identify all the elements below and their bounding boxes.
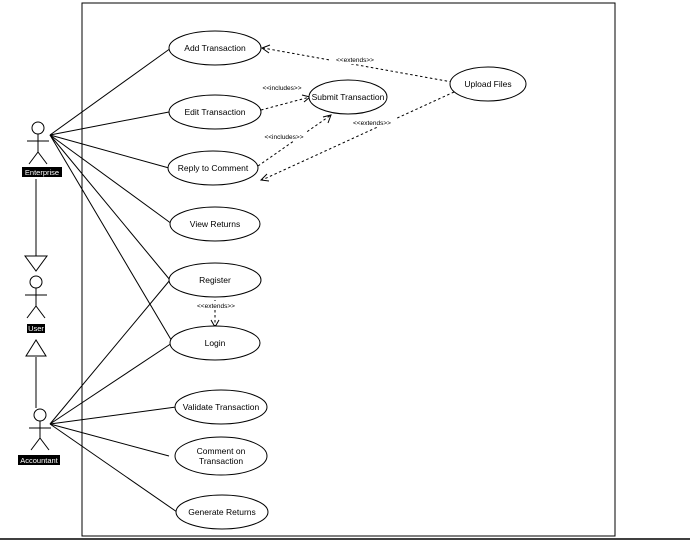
assoc-enterprise-view-returns xyxy=(49,134,173,225)
accountant-associations xyxy=(49,279,178,513)
includes-edit-submit xyxy=(260,96,311,111)
extends-label: <<extends>> xyxy=(353,120,391,127)
includes-label: <<includes>> xyxy=(264,134,303,141)
assoc-accountant-generate-returns xyxy=(49,423,178,513)
actor-accountant[interactable]: Accountant xyxy=(18,408,60,465)
assoc-accountant-register xyxy=(49,279,171,425)
stick-figure-icon xyxy=(25,275,47,319)
use-case-comment-on-transaction[interactable]: Comment on Transaction xyxy=(174,436,268,476)
arrowhead-icon xyxy=(322,114,332,124)
use-case-submit-transaction[interactable]: Submit Transaction xyxy=(308,79,388,115)
svg-text:Transaction: Transaction xyxy=(199,456,243,466)
stick-figure-icon xyxy=(27,121,49,165)
actor-user[interactable]: User xyxy=(25,275,47,333)
assoc-enterprise-edit-transaction xyxy=(49,111,170,136)
includes-label: <<includes>> xyxy=(262,85,301,92)
stereotype-labels: <<extends>> <<includes>> <<includes>> <<… xyxy=(191,55,397,310)
extends-upload-add xyxy=(262,47,453,83)
assoc-enterprise-reply-to-comment xyxy=(49,134,170,169)
use-case-validate-transaction[interactable]: Validate Transaction xyxy=(174,389,268,425)
use-case-reply-to-comment[interactable]: Reply to Comment xyxy=(167,150,259,186)
svg-text:Validate Transaction: Validate Transaction xyxy=(183,402,260,412)
dependency-relations xyxy=(210,44,455,329)
svg-text:Reply to Comment: Reply to Comment xyxy=(178,163,249,173)
use-case-view-returns[interactable]: View Returns xyxy=(169,206,261,242)
svg-text:Login: Login xyxy=(205,338,226,348)
inheritance-triangle-icon xyxy=(24,255,48,272)
assoc-accountant-login xyxy=(49,342,173,425)
arrowhead-icon xyxy=(260,44,271,54)
stick-figure-icon xyxy=(29,408,51,451)
svg-text:View Returns: View Returns xyxy=(190,219,240,229)
actor-enterprise[interactable]: Enterprise xyxy=(22,121,62,177)
extends-label: <<extends>> xyxy=(197,303,235,310)
arrowhead-icon xyxy=(259,173,270,182)
svg-text:Edit Transaction: Edit Transaction xyxy=(185,107,246,117)
use-case-add-transaction[interactable]: Add Transaction xyxy=(168,30,262,66)
use-case-edit-transaction[interactable]: Edit Transaction xyxy=(168,94,262,130)
svg-text:Submit Transaction: Submit Transaction xyxy=(312,92,385,102)
use-case-generate-returns[interactable]: Generate Returns xyxy=(175,494,269,530)
svg-text:Add Transaction: Add Transaction xyxy=(184,43,246,53)
actor-label: Accountant xyxy=(20,456,58,465)
assoc-accountant-validate-transaction xyxy=(49,406,177,425)
svg-text:Upload Files: Upload Files xyxy=(464,79,511,89)
use-case-upload-files[interactable]: Upload Files xyxy=(449,66,527,102)
inheritance-triangle-icon xyxy=(25,339,47,357)
assoc-enterprise-register xyxy=(49,134,171,281)
extends-label: <<extends>> xyxy=(336,57,374,64)
assoc-enterprise-add-transaction xyxy=(49,47,172,136)
system-boundary xyxy=(81,2,616,537)
generalization-accountant-user xyxy=(25,339,47,408)
svg-text:Register: Register xyxy=(199,275,231,285)
svg-text:Generate Returns: Generate Returns xyxy=(188,507,256,517)
assoc-accountant-comment-on-transaction xyxy=(49,423,170,457)
assoc-enterprise-login xyxy=(49,134,174,344)
extends-upload-reply xyxy=(261,91,455,181)
svg-text:Comment on: Comment on xyxy=(197,446,246,456)
use-case-login[interactable]: Login xyxy=(169,325,261,361)
generalization-enterprise-user xyxy=(24,179,48,272)
actor-label: Enterprise xyxy=(25,168,59,177)
enterprise-associations xyxy=(49,47,174,344)
use-case-register[interactable]: Register xyxy=(168,262,262,298)
actor-label: User xyxy=(28,324,44,333)
